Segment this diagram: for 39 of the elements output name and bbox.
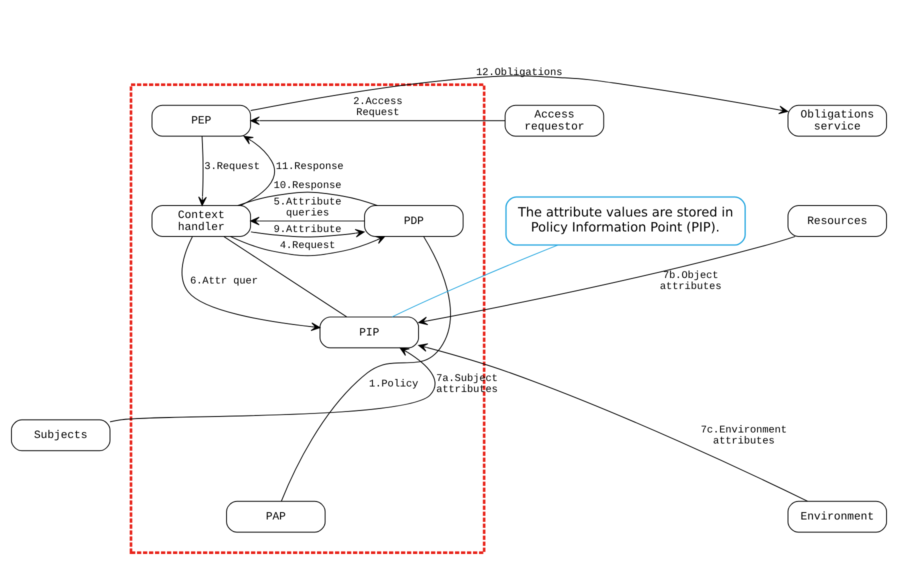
node-box: The attribute values are stored in Policy Information Point (PIP).: [505, 196, 746, 246]
edge-label: 1.Policy: [369, 378, 418, 390]
connector: [237, 191, 378, 206]
node-box: PIP: [320, 316, 419, 348]
arrow: [250, 216, 365, 225]
arrow: [250, 74, 788, 114]
edge-label: 6.Attr quer: [190, 275, 258, 288]
arrow: [250, 228, 365, 237]
arrow: [240, 135, 275, 206]
connector: [392, 244, 558, 317]
edge-label: 2.Access Request: [353, 96, 403, 119]
node-box: PDP: [364, 204, 464, 236]
arrow: [198, 135, 207, 206]
arrow: [182, 236, 320, 330]
edge-label: 9.Attribute: [274, 223, 342, 236]
edge-label: 5.Attribute queries: [274, 196, 342, 220]
edge-label: 4.Request: [280, 240, 336, 252]
edge-label: 7b.Object attributes: [660, 270, 722, 293]
connector: [224, 236, 348, 317]
edge-label: 7a.Subject attributes: [436, 372, 498, 396]
edge-label: 10.Response: [274, 180, 342, 192]
node-box: Access requestor: [504, 104, 604, 136]
edge-label: 3.Request: [204, 160, 260, 173]
node-box: Subjects: [11, 418, 110, 451]
node-box: Environment: [788, 500, 887, 532]
node-box: Obligations service: [788, 104, 887, 136]
arrow: [418, 342, 808, 502]
node-box: PAP: [226, 500, 326, 532]
node-box: Context handler: [152, 204, 251, 236]
arrow: [230, 236, 386, 256]
edge-label: 12.Obligations: [476, 66, 562, 78]
edge-label: 11.Response: [276, 160, 344, 173]
node-box: Resources: [788, 204, 887, 236]
node-box: PEP: [152, 104, 251, 136]
arrow: [250, 116, 506, 124]
arrow: [418, 236, 796, 325]
edge-label: 7c.Environment attributes: [700, 424, 787, 448]
arrow: [110, 346, 436, 422]
connector: [280, 236, 451, 502]
